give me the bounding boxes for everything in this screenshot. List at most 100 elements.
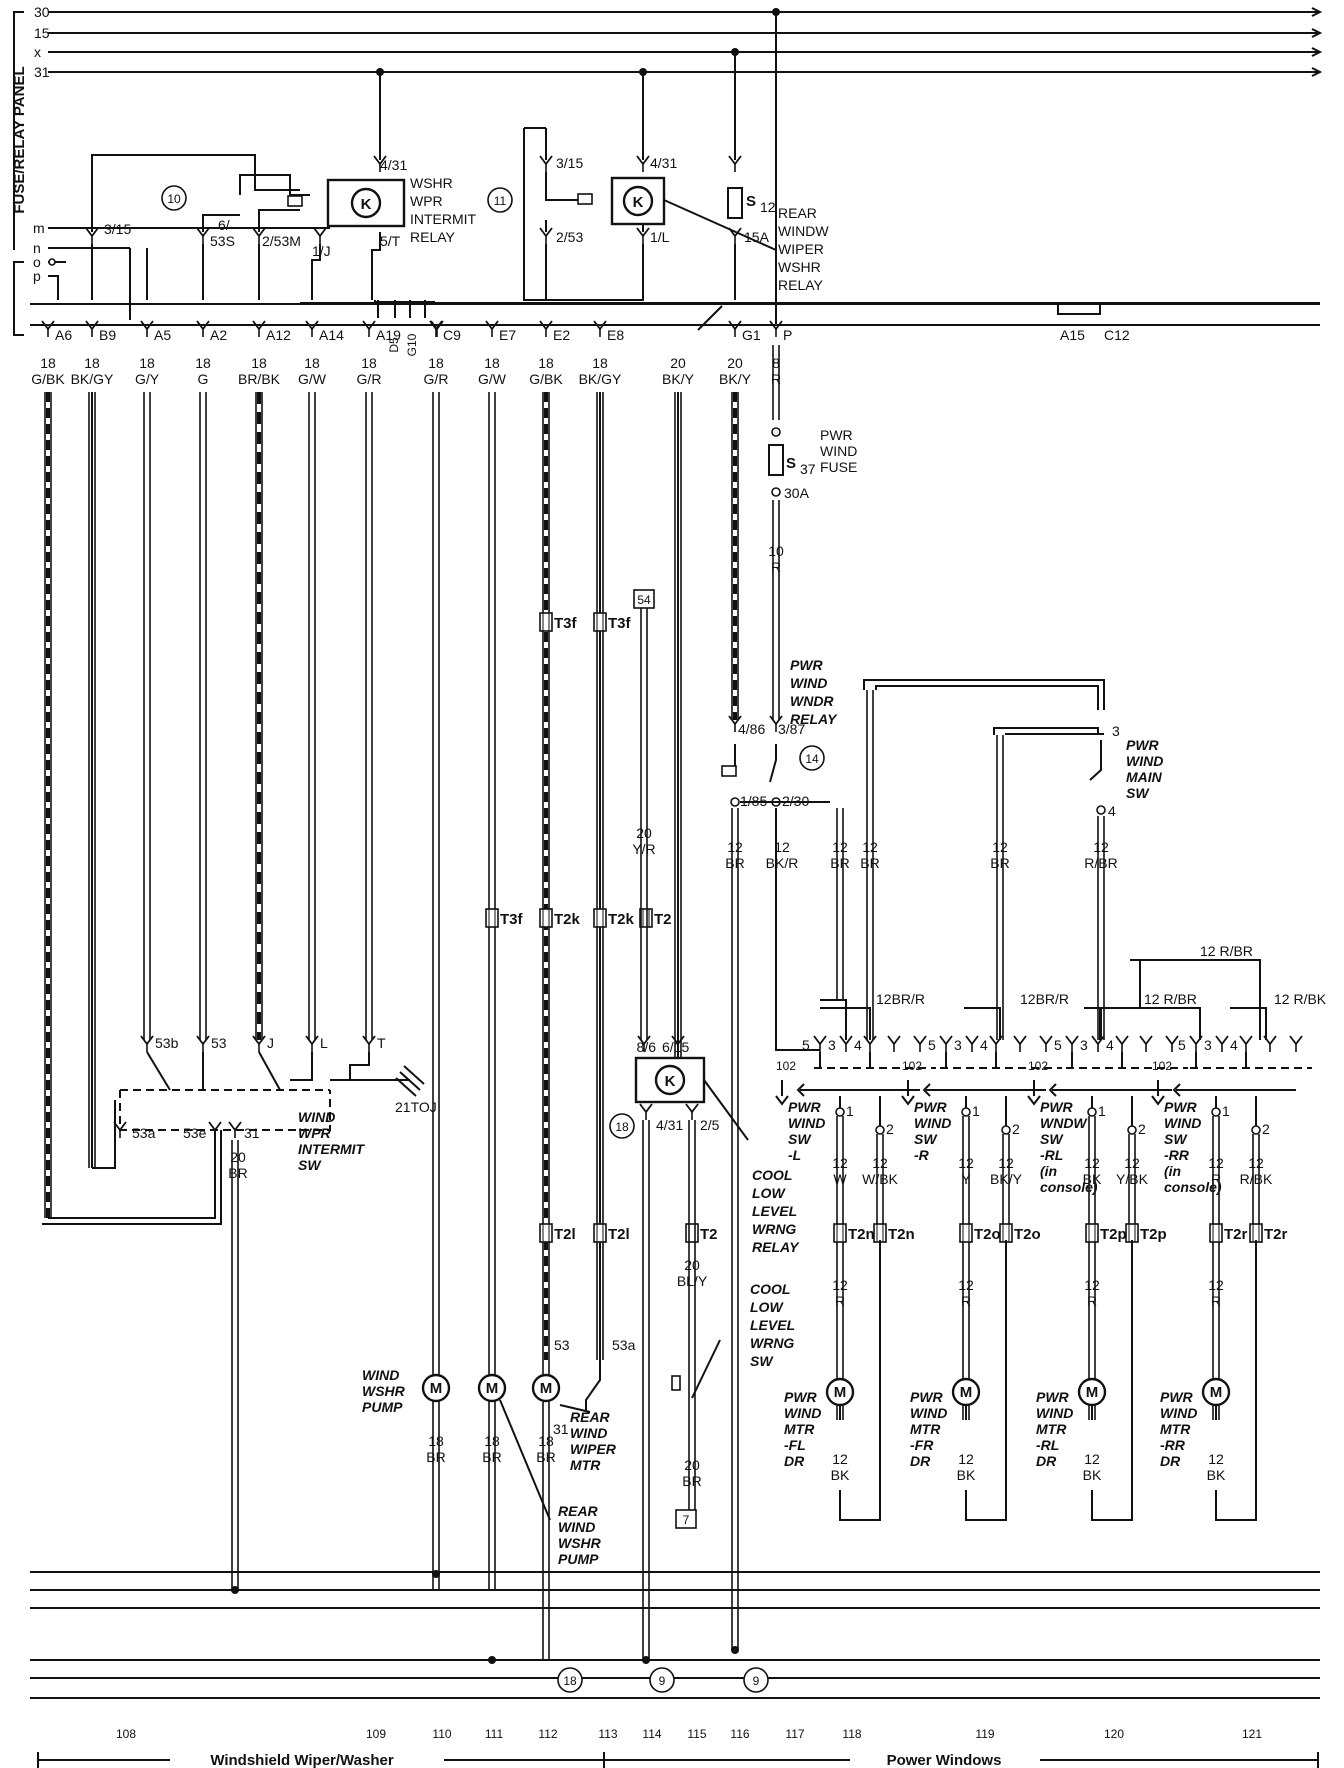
wire-gauge: 18 xyxy=(428,355,444,371)
relay-pin-label: 53S xyxy=(210,233,235,249)
connector-pin-label: B9 xyxy=(99,327,116,343)
terminal-ref-label: T2n xyxy=(848,1226,875,1243)
feed-label: 12BR/R xyxy=(876,991,925,1007)
switch-link xyxy=(1195,1052,1247,1068)
wire-gauge: 12 xyxy=(992,839,1008,855)
wire-color: R xyxy=(1211,1171,1221,1187)
window-switch-pin-label: 4 xyxy=(1230,1037,1238,1053)
window-motor-2: M xyxy=(1077,1377,1107,1407)
relay-pin xyxy=(313,227,327,244)
wire-gauge: 12 xyxy=(1208,1277,1224,1293)
window-switch-title: -L xyxy=(788,1147,801,1163)
cool-switch-body xyxy=(671,1375,681,1391)
switch-contact xyxy=(290,1052,313,1081)
window-wire-2 xyxy=(876,1134,884,1240)
window-switch-pin-label: 1 xyxy=(846,1103,854,1119)
window-motor-title: PWR xyxy=(1160,1389,1194,1405)
window-switch-pin xyxy=(813,1035,827,1052)
wire-1-J xyxy=(311,244,321,300)
grid-number: 110 xyxy=(432,1727,451,1741)
window-motor-title: PWR xyxy=(784,1389,818,1405)
wire-color: BK/GY xyxy=(71,371,114,387)
relay-pin xyxy=(373,155,387,172)
window-switch-title: SW xyxy=(1040,1131,1064,1147)
terminal-ref-label: T2o xyxy=(1014,1226,1041,1243)
terminal-ring xyxy=(1251,1125,1261,1135)
terminal-ref: T2l xyxy=(593,1223,630,1243)
connector-pin-label: A12 xyxy=(266,327,291,343)
ref-box-label: 54 xyxy=(637,593,651,607)
rear-wiper-mtr-title: MTR xyxy=(570,1457,601,1473)
wire-color: G/BK xyxy=(529,371,563,387)
relay-pin-label: 4/31 xyxy=(650,155,677,171)
junction-dot xyxy=(376,68,384,76)
relay-coil-label: K xyxy=(361,196,372,213)
bus-label: 30 xyxy=(34,4,50,20)
relay-14-title: RELAY xyxy=(790,711,838,727)
connector-pin-label: A6 xyxy=(55,327,72,343)
wire-color: R xyxy=(1087,1293,1097,1309)
switch-link xyxy=(1091,1096,1133,1126)
terminal-ref: T3f xyxy=(485,908,524,928)
tap-label: n xyxy=(33,240,41,256)
window-motor-title: WIND xyxy=(910,1405,947,1421)
relay-pin xyxy=(636,227,650,244)
grid-number: 119 xyxy=(975,1727,994,1741)
relay-pin-label: 3/15 xyxy=(556,155,583,171)
rear-wiper-mtr-title: REAR xyxy=(570,1409,611,1425)
wire-color: R xyxy=(835,1293,845,1309)
wire-G-BK-2 xyxy=(542,392,550,1360)
cool-switch-title: WRNG xyxy=(750,1335,794,1351)
terminal-ring xyxy=(1096,805,1106,815)
wire-gauge: 20 xyxy=(727,355,743,371)
feed-heavy xyxy=(964,1007,1001,1040)
wire-12-BR-3 xyxy=(866,690,874,1040)
motor-symbol-label: M xyxy=(834,1384,847,1401)
terminal-ref: T2o xyxy=(959,1223,1001,1243)
wire-heavy xyxy=(697,305,723,331)
connector-pin-label: A5 xyxy=(154,327,171,343)
wire-gauge: 18 xyxy=(195,355,211,371)
reference-number-label: 10 xyxy=(167,192,181,206)
window-switch-pin-label: 4 xyxy=(1106,1037,1114,1053)
window-switch-pin-label: 102 xyxy=(1028,1059,1048,1073)
wire-12-R-BR xyxy=(1097,816,1105,1040)
wire-color: BK xyxy=(831,1467,850,1483)
connector-pin-E2 xyxy=(539,320,553,337)
connector-pin-label: C9 xyxy=(443,327,461,343)
junction-dot xyxy=(772,8,780,16)
wire-G-R xyxy=(365,392,373,1040)
relay-pin xyxy=(728,715,742,732)
junction-dot xyxy=(639,68,647,76)
wire-4-31 xyxy=(642,1120,650,1660)
switch-arrow xyxy=(922,1083,931,1097)
switch-link xyxy=(1071,1052,1123,1068)
window-switch-pin xyxy=(1263,1035,1277,1052)
wire-gauge: 12 xyxy=(958,1451,974,1467)
relay-pin xyxy=(685,1103,699,1120)
main-switch-title: PWR xyxy=(1126,737,1160,753)
ref-box-label: 7 xyxy=(683,1513,690,1527)
fuse-sub: 37 xyxy=(800,461,816,477)
window-motor-title: PWR xyxy=(910,1389,944,1405)
relay-pin-label: 1/J xyxy=(312,243,331,259)
wire-color: G/Y xyxy=(135,371,160,387)
window-switch-pin xyxy=(989,1035,1003,1052)
grid-number: 108 xyxy=(116,1727,136,1741)
pointer xyxy=(499,1399,551,1521)
panel-bracket xyxy=(13,11,24,250)
tap-label: m xyxy=(33,220,45,236)
wire-gauge: 12 xyxy=(862,839,878,855)
connector-pin-A12 xyxy=(252,320,266,337)
window-motor-title: MTR xyxy=(1036,1421,1067,1437)
window-switch-title: SW xyxy=(788,1131,812,1147)
wire-6 xyxy=(202,214,240,232)
relay-10-title: RELAY xyxy=(410,229,456,245)
grid-number: 113 xyxy=(598,1727,617,1741)
wire-gauge: 12 xyxy=(832,1155,848,1171)
ref-box-54 xyxy=(633,589,655,609)
wire-G-W-2 xyxy=(488,392,496,1360)
relay-pin-label: 3/15 xyxy=(104,221,131,237)
fuse-id: S xyxy=(746,193,756,210)
wire-color: R/BR xyxy=(1084,855,1117,871)
